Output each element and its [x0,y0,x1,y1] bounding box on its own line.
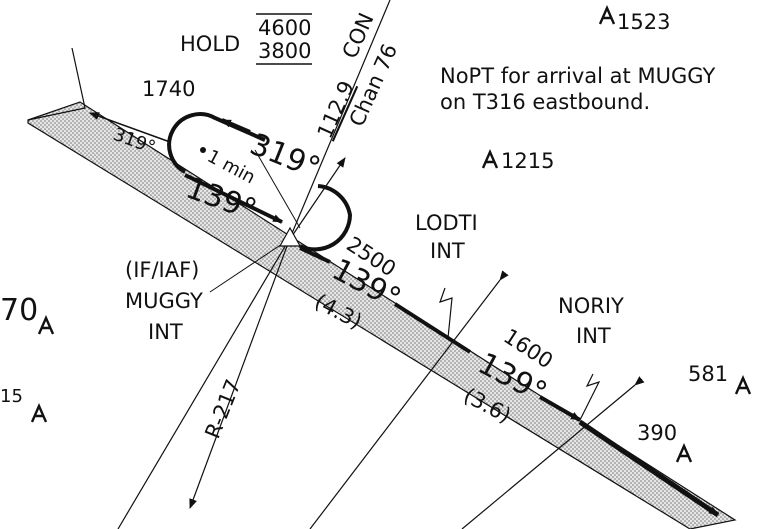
feeder-track-band [27,101,737,529]
svg-text:581: 581 [688,362,728,386]
course-segment-2 [299,246,331,264]
hold-inbound-course: 319° [245,127,325,187]
lodti-radial-line [309,270,509,529]
hold-alt-min: 3800 [258,39,311,63]
obstacle-70: 70 [0,293,55,335]
reversal-loop [299,184,353,252]
noriy-lightning [579,373,601,421]
hold-dist-leader [254,149,301,229]
svg-text:1215: 1215 [501,149,554,173]
sw-radial-line [117,237,291,529]
radial-r217-label: R-217 [200,376,245,442]
feeder-course-line [89,112,171,143]
obstacle-1523: 1523 [598,5,670,34]
noriy-name: NORIY [558,294,624,318]
hold-fix-dot [200,147,206,153]
obstacle-15: 15 [0,386,48,423]
course-segment-1 [184,173,283,224]
hold-alt-max: 4600 [258,16,311,40]
hold-inbound-arrow [221,118,251,134]
nopt-note-line2: on T316 eastbound. [440,90,650,114]
lodti-lightning [439,287,453,339]
muggy-type: INT [148,320,183,344]
muggy-fix-triangle [278,226,302,247]
svg-text:1523: 1523 [617,10,670,34]
obstacle-1215: 1215 [481,149,554,173]
lodti-name: LODTI [415,211,478,235]
muggy-name: MUGGY [125,289,203,313]
hold-elevation: 1740 [142,77,195,101]
svg-text:70: 70 [0,293,38,328]
nopt-note-line1: NoPT for arrival at MUGGY [440,64,715,88]
course-segment-4 [539,395,581,422]
con-course-arrow [291,157,346,237]
svg-text:390: 390 [637,421,677,445]
holding-pattern [167,112,266,174]
course-segment-5 [578,419,720,518]
noriy-radial-line [461,376,645,529]
obstacle-390: 390 [637,421,693,463]
feeder-track-outline [27,47,86,121]
muggy-role: (IF/IAF) [125,258,199,282]
muggy-leader [209,241,286,293]
svg-text:15: 15 [0,386,23,407]
navaid-ident: CON [338,9,379,62]
course-segment-3 [393,302,472,354]
obstacle-581: 581 [688,362,752,395]
r217-radial-line [189,237,291,509]
hold-label: HOLD [180,32,240,56]
noriy-type: INT [576,324,611,348]
con-radial-line [289,0,391,239]
lodti-type: INT [430,239,465,263]
